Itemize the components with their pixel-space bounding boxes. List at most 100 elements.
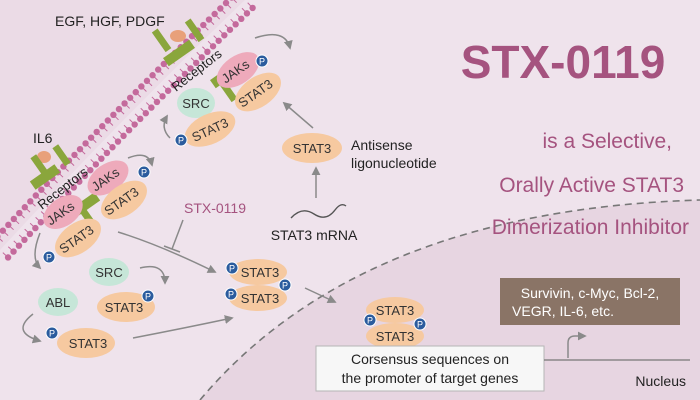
lipid-head — [65, 190, 72, 197]
stat3-dimer-top-label: STAT3 — [241, 265, 280, 280]
lipid-head — [200, 21, 207, 29]
phospho-label: P — [46, 253, 52, 263]
phospho-label: P — [282, 281, 288, 291]
lipid-head — [27, 198, 34, 205]
lipid-head — [10, 248, 17, 255]
stat3-nuclear-bottom — [366, 323, 424, 349]
nucleus-label: Nucleus — [635, 373, 686, 389]
lipid-head — [142, 110, 150, 117]
phospho-group: P — [278, 278, 292, 292]
jaks-upper — [216, 52, 260, 88]
nuclear-envelope — [199, 199, 700, 400]
stat3-src-cytoplasm-label: STAT3 — [105, 300, 144, 315]
lipid-head — [176, 76, 183, 83]
lipid-head — [110, 111, 117, 119]
lipid-head — [98, 155, 105, 162]
stat3-dimer-bottom-label: STAT3 — [241, 291, 280, 306]
abl-cytoplasm-label: ABL — [46, 295, 71, 310]
stat3-abl-cytoplasm-label: STAT3 — [69, 336, 108, 351]
lipid-head — [221, 32, 228, 39]
lipid-head — [148, 104, 155, 111]
lipid-head — [32, 192, 39, 199]
consensus-line-2: the promoter of target genes — [342, 370, 519, 386]
lipid-head — [0, 227, 7, 234]
src-upper-label: SRC — [182, 96, 209, 111]
lipid-head — [249, 4, 256, 12]
molecules-upper-cluster — [177, 52, 281, 147]
phospho-group: P — [413, 317, 427, 331]
phospho-group: P — [174, 133, 188, 147]
stat3-abl-cytoplasm — [57, 328, 115, 358]
stat3-lower-b — [55, 218, 101, 258]
lipid-head — [160, 60, 168, 68]
phospho-group: P — [45, 326, 59, 340]
lipid-head — [159, 93, 166, 100]
lipid-head — [15, 242, 23, 249]
phospho-group: P — [141, 289, 155, 303]
growth-factors-label: EGF, HGF, PDGF — [55, 13, 165, 29]
lipid-head — [121, 100, 128, 107]
lipid-head — [238, 15, 245, 23]
stat3-lower-a — [101, 180, 147, 220]
phospho-group: P — [225, 261, 239, 275]
phospho-label: P — [49, 329, 55, 339]
lipid-head — [149, 72, 156, 79]
lipid-head — [232, 21, 239, 28]
lipid-head — [204, 48, 211, 56]
phospho-label: P — [417, 320, 423, 330]
stat3-dimer-bottom — [229, 285, 287, 311]
phospho-group: P — [363, 313, 377, 327]
stat3-antisense — [282, 133, 342, 163]
lipid-head — [76, 145, 84, 153]
lipid-head — [187, 65, 194, 72]
lipid-head — [211, 10, 218, 18]
lipid-tail — [0, 238, 3, 242]
lipid-head — [87, 134, 95, 141]
phospho-label: P — [141, 168, 147, 178]
inhibition-symbol — [163, 219, 184, 253]
lipid-head — [21, 236, 28, 244]
lipid-head — [137, 115, 144, 123]
phospho-group: P — [224, 287, 238, 301]
phospho-label: P — [229, 264, 235, 274]
il6-label: IL6 — [33, 130, 53, 146]
target-genes-line-2: VEGR, IL-6, etc. — [512, 303, 614, 319]
mrna-label: STAT3 mRNA — [271, 227, 358, 243]
lipid-head — [114, 138, 122, 145]
mrna-strand — [290, 203, 347, 219]
il6-ligand — [37, 151, 51, 163]
lipid-head — [192, 59, 200, 67]
lipid-head — [154, 66, 162, 73]
lipid-head — [70, 184, 77, 191]
abl-cytoplasm — [38, 288, 78, 316]
lipid-head — [209, 43, 217, 50]
lipid-head — [125, 126, 133, 134]
lipid-head — [82, 140, 89, 147]
lipid-head — [229, 0, 234, 1]
target-genes-box — [500, 278, 680, 325]
antisense-line-1: Antisense — [351, 137, 413, 153]
lipid-head — [103, 149, 111, 157]
lipid-head — [143, 77, 151, 85]
lipid-head — [38, 186, 45, 193]
lipid-head — [170, 81, 177, 89]
lipid-head — [198, 54, 205, 61]
lipid-head — [226, 26, 234, 33]
lipid-head — [164, 87, 172, 94]
molecules-lower-cluster — [43, 160, 147, 258]
lipid-head — [32, 224, 39, 232]
lipid-head — [217, 5, 224, 12]
stat3-nuclear-bottom-label: STAT3 — [376, 329, 415, 344]
receptor-lower — [29, 144, 101, 229]
lipid-head — [87, 166, 94, 174]
lipid-head — [120, 132, 127, 140]
stat3-nuclear-top — [366, 297, 424, 323]
subtitle-line-1: is a Selective, — [542, 130, 672, 153]
jaks-lower-b — [43, 194, 83, 230]
consensus-box — [315, 345, 545, 392]
lipid-head — [104, 117, 112, 124]
lipid-head — [138, 83, 145, 90]
phospho-group: P — [137, 165, 151, 179]
stat3-upper-src — [184, 111, 236, 147]
